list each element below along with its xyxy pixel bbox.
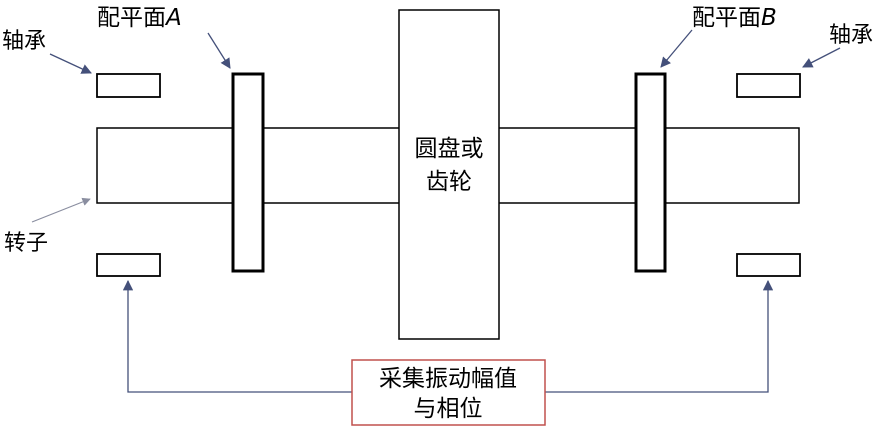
bearing-arrow-left	[49, 53, 92, 74]
measure-box	[351, 359, 546, 426]
measure-connector-right	[545, 279, 774, 393]
measure-label-line1: 采集振动幅值	[379, 366, 517, 392]
plane-a-arrow	[207, 32, 231, 69]
bearing-bottom-left	[96, 253, 161, 277]
disc-label-line2: 齿轮	[426, 169, 472, 195]
plane-a-prefix: 配平面	[97, 5, 166, 31]
plane-b-letter: B	[761, 5, 777, 31]
plane-a-letter: A	[164, 5, 182, 31]
bearing-arrow-right	[802, 47, 841, 68]
rotor-label: 转子	[4, 231, 48, 256]
plane-b-label: 配平面B	[692, 5, 777, 31]
bearing-label-right: 轴承	[829, 23, 873, 48]
bearing-top-right	[736, 73, 801, 98]
disc-label-line1: 圆盘或	[415, 136, 484, 162]
balancing-plane-b	[634, 72, 667, 273]
rotor-arrow	[31, 197, 91, 223]
bearing-label-left: 轴承	[2, 29, 46, 54]
balancing-plane-a	[231, 72, 265, 273]
plane-b-arrow	[660, 29, 693, 68]
plane-a-label: 配平面A	[97, 5, 182, 31]
measure-connector-left	[122, 279, 352, 393]
disc-or-gear	[398, 9, 500, 340]
bearing-bottom-right	[736, 253, 801, 277]
plane-b-prefix: 配平面	[692, 5, 761, 31]
bearing-top-left	[96, 73, 161, 98]
measure-label-line2: 与相位	[414, 396, 483, 422]
